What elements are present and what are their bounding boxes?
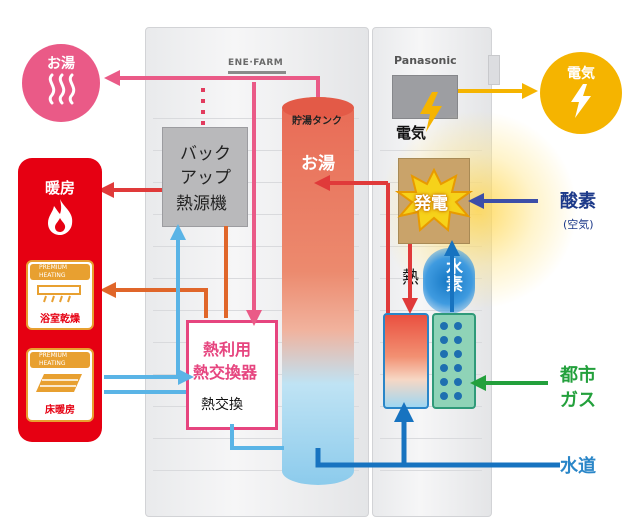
water-supply-label: 水道 [560,456,596,477]
electricity-output-label: 電気 [567,66,595,82]
fuel-processor-dots [440,322,462,400]
floor-heating-premium-1: PREMIUM [39,352,68,359]
inverter-panel [392,75,458,119]
backup-boiler-label-3: 熱源機 [176,194,227,214]
exhaust-vent [488,55,500,85]
tank-label: 貯湯タンク [292,116,342,127]
floor-heating-icon [36,374,82,392]
tank-hot-water-label: お湯 [301,154,335,174]
bathroom-dryer-label: 浴室乾燥 [40,314,80,325]
panasonic-logo: Panasonic [394,54,457,67]
city-gas-label-2: ガス [560,390,596,411]
flame-icon [48,199,73,235]
bathroom-dryer-badge [30,264,90,280]
tank-top-highlight [282,97,354,119]
city-gas-label-1: 都市 [560,365,596,386]
heat-exchanger-label-1: 熱利用 [203,340,252,359]
enefarm-logo-underline [228,71,286,74]
floor-heating-badge [30,352,90,368]
heating-label: 暖房 [44,179,75,197]
generation-label: 発電 [414,194,448,214]
bathroom-dryer-premium-1: PREMIUM [39,264,68,271]
bathroom-dryer-supply-arrow [100,282,208,318]
hot-water-supply-arrow [104,70,320,97]
water-supply-arrow [315,448,560,468]
enefarm-logo: ENE·FARM [228,58,284,68]
floor-heating-premium-2: HEATING [39,360,66,367]
hot-water-output-label: お湯 [47,56,75,72]
fuel-processor [432,313,476,409]
lightning-bolt-icon [420,92,442,132]
heat-exchange-sub-label: 熱交換 [201,397,243,413]
electricity-bolt-icon [571,84,591,118]
water-to-element-arrow [372,402,414,468]
hot-water-storage-tank [282,97,354,485]
oxygen-note: (空気) [563,218,594,231]
bathroom-dryer-icon [37,285,81,303]
hydrogen-glow [423,248,475,314]
floor-heating-label: 床暖房 [45,405,75,416]
internal-electricity-label: 電気 [396,124,427,142]
heat-exchanger-box [186,320,278,430]
backup-boiler-label-1: バック [180,144,231,164]
bathroom-dryer-premium-2: HEATING [39,272,66,279]
backup-boiler-box [162,127,248,227]
exchanger-to-tank-blue [230,424,284,450]
steam-icon [48,73,76,105]
generation-burst-icon [394,168,474,232]
oxygen-label: 酸素 [560,191,596,212]
backup-boiler-label-2: アップ [180,168,231,188]
heat-exchanger-label-2: 熱交換器 [193,363,258,382]
